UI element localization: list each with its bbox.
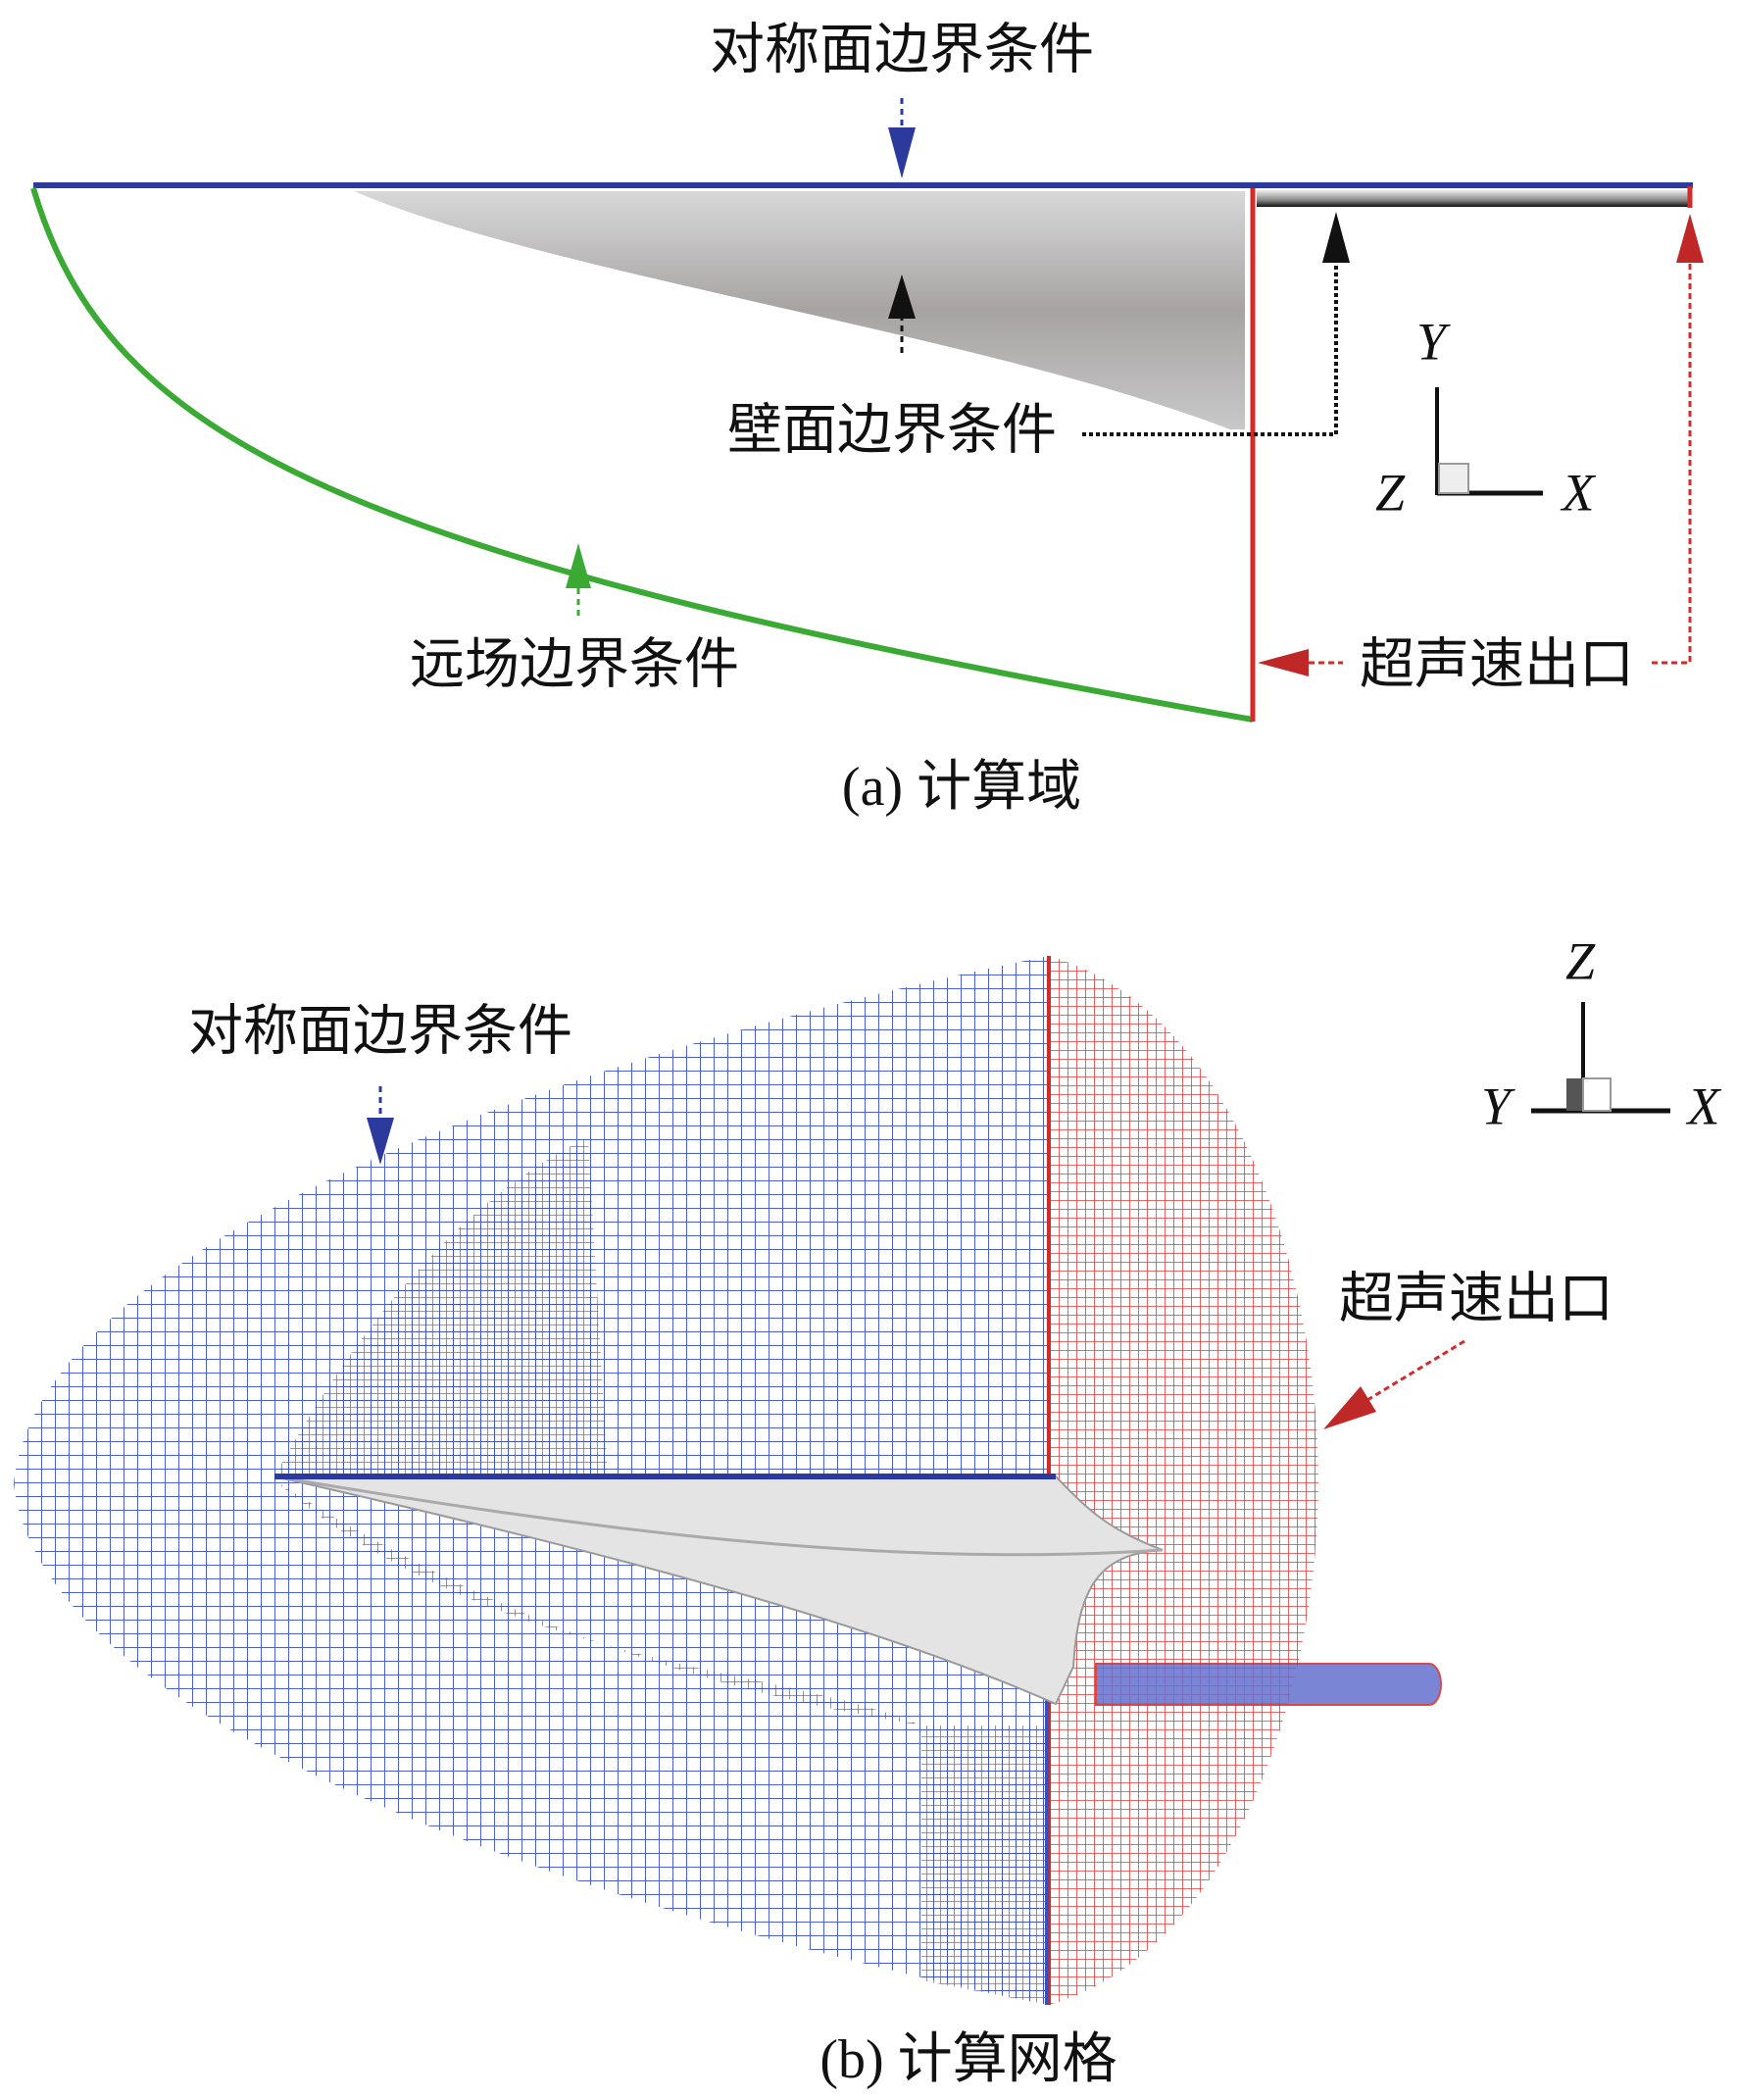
wall-surface: [354, 191, 1245, 429]
symmetry-label: 对称面边界条件: [710, 19, 1094, 82]
aircraft-body: [273, 1475, 1164, 1706]
symmetry-label-b: 对称面边界条件: [188, 1000, 572, 1064]
axis-z-label: Z: [1375, 463, 1406, 522]
outlet-arrow-b: [1323, 1339, 1465, 1429]
axis-x-label-b: X: [1686, 1076, 1722, 1135]
outlet-label: 超声速出口: [1360, 633, 1634, 697]
panel-a: 对称面边界条件 壁面边界条件 远场边界条件 超声速出口: [30, 19, 1704, 818]
axis-y-label-b: Y: [1481, 1076, 1515, 1135]
outlet-arrows: [1258, 214, 1704, 676]
axis-z-label-b: Z: [1565, 931, 1596, 990]
axis-triad-b: Z Y X: [1481, 931, 1722, 1135]
symmetry-arrow-b: [367, 1086, 394, 1165]
farfield-boundary: [30, 187, 1254, 723]
farfield-arrow: [566, 543, 591, 616]
symmetry-mesh-dense: [274, 1137, 1049, 2005]
outlet-label-b: 超声速出口: [1339, 1268, 1613, 1331]
wall-arrows: [888, 212, 1350, 436]
axis-triad-a: Y Z X: [1375, 312, 1597, 522]
wall-label: 壁面边界条件: [727, 399, 1057, 463]
nozzle-tube: [1257, 190, 1690, 207]
axis-y-label: Y: [1416, 312, 1451, 371]
farfield-label: 远场边界条件: [410, 633, 739, 697]
symmetry-arrow: [888, 98, 916, 178]
axis-x-label: X: [1561, 463, 1597, 522]
panel-b: 对称面边界条件 超声速出口 Z Y X (b) 计算网格: [14, 931, 1722, 2090]
caption-b: (b) 计算网格: [819, 2029, 1117, 2090]
caption-a: (a) 计算域: [842, 757, 1081, 818]
outlet-mesh: [1049, 956, 1318, 2005]
nozzle-tube-b: [1095, 1663, 1442, 1706]
